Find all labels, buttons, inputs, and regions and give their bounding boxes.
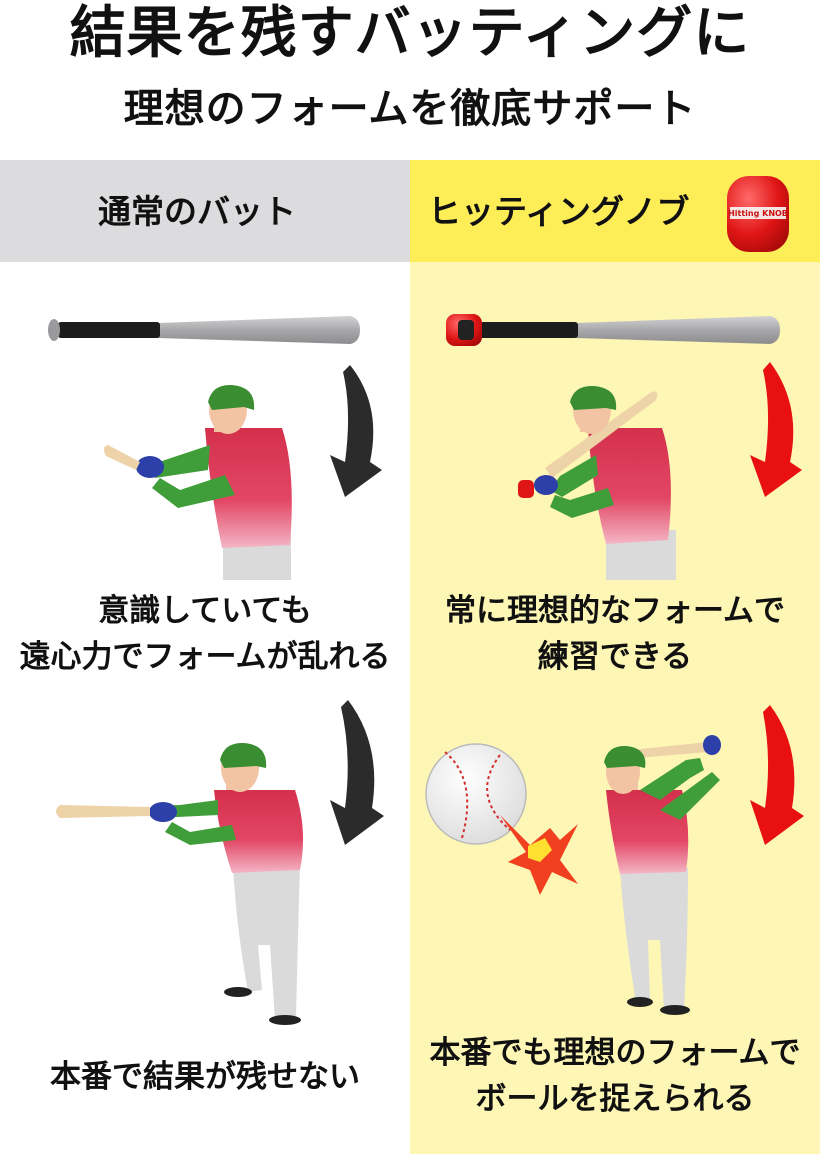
arrow-down-icon <box>330 700 384 845</box>
caption-left-1-line1: 意識していても <box>98 593 312 629</box>
hitting-knob-product-icon: Hitting KNOB <box>727 176 789 252</box>
product-label: Hitting KNOB <box>728 209 788 218</box>
main-title: 結果を残すバッティングに <box>69 1 751 66</box>
batter-illustration-normal-finish <box>56 742 304 1025</box>
knob-bat-icon <box>446 314 780 346</box>
baseball-icon <box>425 743 578 895</box>
caption-right-2: 本番でも理想のフォームで ボールを捉えられる <box>410 1030 820 1122</box>
caption-left-1-line2: 遠心力でフォームが乱れる <box>19 639 391 675</box>
caption-left-2: 本番で結果が残せない <box>50 1059 360 1095</box>
header-left-label: 通常のバット <box>98 192 296 231</box>
arrow-down-icon <box>330 365 382 497</box>
arrow-down-icon <box>750 362 802 497</box>
caption-right-2-line2: ボールを捉えられる <box>475 1081 755 1117</box>
batter-illustration-normal-swing <box>103 384 292 580</box>
caption-right-2-line1: 本番でも理想のフォームで <box>429 1035 801 1071</box>
batter-illustration-knob-swing <box>518 385 676 580</box>
column-hitting-knob <box>410 262 820 1154</box>
header-right-label: ヒッティングノブ <box>428 192 690 231</box>
arrow-down-icon <box>750 705 804 845</box>
caption-right-1-line2: 練習できる <box>537 639 693 675</box>
caption-right-1: 常に理想的なフォームで 練習できる <box>410 588 820 680</box>
batter-illustration-knob-finish <box>604 735 721 1015</box>
header-normal-bat <box>0 160 410 262</box>
sub-title: 理想のフォームを徹底サポート <box>123 86 697 132</box>
normal-bat-icon <box>48 316 360 344</box>
caption-left-1: 意識していても 遠心力でフォームが乱れる <box>0 588 410 680</box>
caption-right-1-line1: 常に理想的なフォームで <box>444 593 786 629</box>
